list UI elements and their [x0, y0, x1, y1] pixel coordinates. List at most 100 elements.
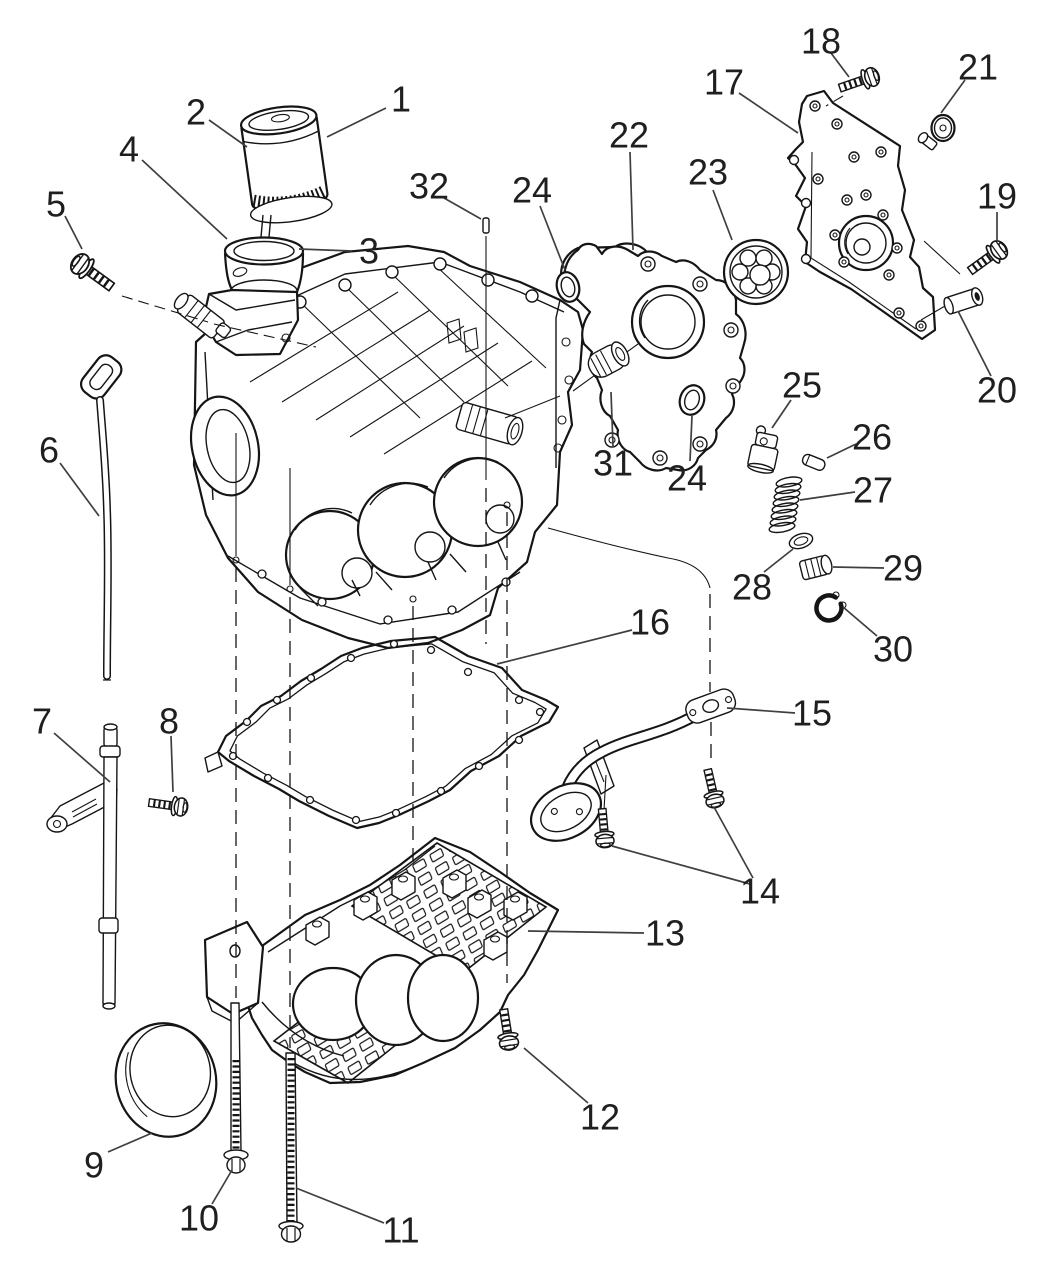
leader-line-26 [826, 443, 857, 459]
filter-adapter [173, 236, 305, 357]
leader-line-28 [763, 548, 794, 573]
callout-1: 1 [391, 79, 411, 120]
seal-9 [114, 1022, 218, 1138]
callout-29: 29 [883, 548, 923, 589]
oil-pickup-tube [530, 527, 737, 842]
crankshaft-seal-31 [504, 341, 639, 419]
oil-pump-rotors [722, 238, 790, 306]
leader-line-4 [141, 159, 228, 240]
leader-line-10 [211, 1169, 233, 1205]
callout-7: 7 [32, 701, 52, 742]
callout-9: 9 [84, 1145, 104, 1186]
crank-nose-boss [455, 401, 524, 446]
snap-ring-30 [814, 591, 847, 623]
callout-28: 28 [732, 567, 772, 608]
callout-2: 2 [186, 92, 206, 133]
leader-line-2 [208, 119, 248, 148]
o-ring-24-lower [678, 384, 706, 416]
leader-line-20 [957, 310, 992, 377]
leader-line-11 [295, 1187, 385, 1224]
callout-12: 12 [580, 1097, 620, 1138]
relief-valve [747, 425, 779, 474]
assembly-axis-lines [232, 236, 712, 1048]
leader-line-14 [611, 845, 751, 885]
bolt-10 [223, 1002, 249, 1174]
callout-27: 27 [853, 470, 893, 511]
leader-line-29 [832, 566, 885, 569]
callout-24: 24 [667, 458, 707, 499]
oil-pump-body [560, 242, 747, 472]
leader-line-31 [610, 391, 614, 447]
dipstick [79, 354, 123, 681]
leader-line-16 [496, 629, 633, 665]
oil-pressure-sensor [173, 292, 232, 339]
callout-8: 8 [159, 701, 179, 742]
leader-line-8 [170, 735, 174, 793]
callout-32: 32 [409, 166, 449, 207]
callout-16: 16 [630, 602, 670, 643]
leader-line-5 [64, 215, 83, 250]
leader-line-24 [539, 205, 566, 271]
bolt-18-axis [825, 95, 844, 107]
callout-11: 11 [382, 1210, 419, 1251]
plug-21 [917, 113, 956, 151]
callout-5: 5 [46, 184, 66, 225]
leader-line-25 [771, 399, 792, 429]
oil-filter [239, 105, 333, 224]
leader-line-9 [107, 1132, 153, 1153]
leader-line-17 [738, 92, 799, 134]
bolt-5-axis [121, 295, 317, 348]
leader-line-12 [523, 1047, 589, 1104]
spring-washer-28 [788, 532, 814, 550]
cover-axis-lines [920, 240, 961, 321]
oil-pan [203, 836, 560, 1085]
bolt-8 [148, 793, 189, 817]
relief-spring-27 [768, 476, 803, 534]
callout-20: 20 [977, 370, 1017, 411]
callout-25: 25 [782, 365, 822, 406]
leader-line-1 [326, 107, 387, 138]
leader-line-23 [712, 189, 733, 241]
callout-3: 3 [359, 231, 379, 272]
callout-24: 24 [512, 170, 552, 211]
bolt-14b [698, 767, 725, 809]
leader-line-14 [713, 806, 754, 879]
callout-30: 30 [873, 629, 913, 670]
leader-line-24 [689, 415, 693, 462]
callout-15: 15 [792, 693, 832, 734]
callout-26: 26 [852, 417, 892, 458]
leader-line-7 [53, 732, 111, 783]
callout-4: 4 [119, 129, 139, 170]
callout-31: 31 [593, 443, 633, 484]
callout-6: 6 [39, 430, 59, 471]
spring-retainer-29 [798, 554, 833, 581]
o-ring-24-upper [555, 271, 581, 303]
callout-22: 22 [609, 115, 649, 156]
leader-line-32 [443, 197, 482, 220]
valve-pin-26 [801, 453, 826, 471]
bolt-19 [964, 237, 1011, 279]
oil-pan-gasket [204, 635, 560, 830]
callout-13: 13 [645, 913, 685, 954]
callout-10: 10 [179, 1198, 219, 1239]
callout-23: 23 [688, 152, 728, 193]
leader-line-6 [59, 462, 100, 517]
dowel-pin-32 [482, 217, 490, 234]
callout-18: 18 [801, 21, 841, 62]
bolt-5 [67, 250, 119, 296]
bolt-11 [278, 1052, 304, 1243]
dipstick-tube [46, 723, 121, 1010]
leader-line-18 [830, 52, 850, 78]
leader-line-3 [298, 248, 353, 252]
callout-14: 14 [740, 871, 780, 912]
pan-front-flange [203, 920, 265, 1024]
spacer-20 [943, 287, 984, 315]
callout-21: 21 [958, 47, 998, 88]
leader-line-21 [940, 79, 966, 114]
callout-17: 17 [704, 62, 744, 103]
leader-line-22 [629, 151, 634, 251]
leader-line-27 [799, 491, 856, 501]
timing-cover [786, 89, 937, 341]
